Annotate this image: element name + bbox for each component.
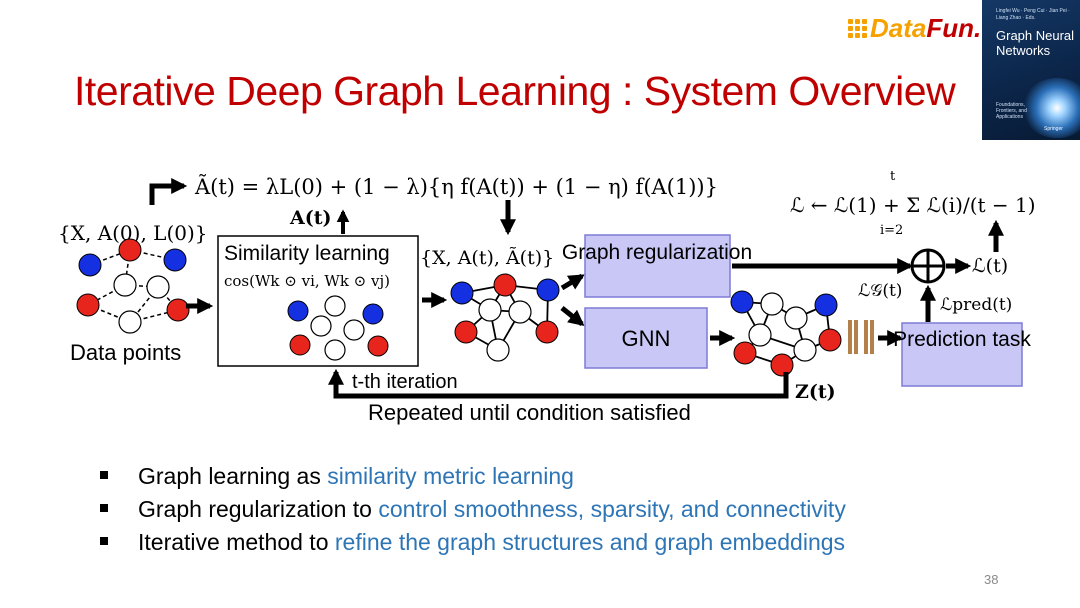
bullet-highlight-text: similarity metric learning [327, 463, 574, 489]
formula-input-arrow [149, 177, 188, 205]
bullet-highlight-text: control smoothness, sparsity, and connec… [378, 496, 846, 522]
prediction-task-label: Prediction task [893, 328, 1031, 351]
graph-regularization-label: Graph regularization [562, 241, 752, 264]
bullet-highlight-text: refine the graph structures and graph em… [334, 529, 846, 555]
bullet-square-icon [100, 536, 108, 545]
cos-formula: cos(Wk ⊙ vi, Wk ⊙ vj) [224, 272, 390, 290]
loss-pred-label: ℒpred(t) [940, 295, 1012, 315]
logo-wordmark: DataFun. [870, 13, 981, 44]
book-subtitle: Foundations, Frontiers, and Applications [996, 102, 1027, 120]
bullet-plain-text: Graph regularization to [138, 496, 379, 522]
bullet-plain-text: Graph learning as [138, 463, 328, 489]
bullet-square-icon [100, 503, 108, 512]
z-t-label: Z(t) [795, 381, 836, 403]
iteration-label: t-th iteration [352, 371, 458, 393]
loss-g-label: ℒ𝒢(t) [858, 281, 902, 301]
graph-set-label: {X, A(t), Ã(t)} [420, 247, 554, 269]
repeat-label: Repeated until condition satisfied [368, 400, 691, 425]
input-graph [76, 238, 190, 334]
a-t-label: A(t) [289, 207, 332, 229]
slide-title: Iterative Deep Graph Learning : System O… [74, 68, 956, 114]
logo-brand-part1: Data [870, 12, 927, 43]
top-formula: Ã(t) = λL(0) + (1 − λ){η f(A(t)) + (1 − … [194, 175, 718, 199]
gnn-box [584, 307, 708, 369]
book-publisher: Springer [1044, 126, 1063, 132]
embedding-graph [730, 290, 842, 377]
bullet-plain-text: Iterative method to [138, 529, 335, 555]
page-number: 38 [984, 572, 999, 587]
iteration-feedback-arrow [327, 368, 789, 399]
graph-to-gnn-arrow [560, 306, 585, 326]
graph-regularization-box [584, 234, 731, 298]
datafun-logo: DataFun. [848, 12, 981, 44]
book-cover-glow-icon [1022, 78, 1080, 138]
logo-brand-part2: Fun. [926, 12, 982, 43]
book-authors: Lingfei Wu · Peng Cui · Jian Pei · Liang… [996, 8, 1070, 21]
loss-t-label: ℒ(t) [972, 255, 1008, 277]
bullet-list: Graph learning as similarity metric lear… [100, 460, 846, 559]
book-title: Graph Neural Networks [996, 28, 1075, 58]
data-points-label: Data points [70, 340, 181, 365]
embedding-vector-icon [848, 320, 874, 354]
prediction-task-box [901, 322, 1023, 387]
bullet-item: Iterative method to refine the graph str… [100, 526, 846, 559]
sum-upper: t [890, 169, 896, 184]
sum-lower: i=2 [880, 223, 903, 238]
logo-dots-icon [848, 18, 867, 38]
gnn-label: GNN [622, 326, 671, 351]
learned-graph [450, 273, 560, 362]
book-cover-image: Lingfei Wu · Peng Cui · Jian Pei · Liang… [982, 0, 1080, 140]
graph-to-regularization-arrow [560, 273, 585, 291]
bullet-item: Graph regularization to control smoothne… [100, 493, 846, 526]
similarity-nodes [287, 295, 389, 361]
loss-formula: ℒ ← ℒ(1) + Σ ℒ(i)/(t − 1) [790, 193, 1036, 217]
bullet-square-icon [100, 470, 108, 479]
bullet-item: Graph learning as similarity metric lear… [100, 460, 846, 493]
similarity-learning-label: Similarity learning [224, 242, 390, 265]
